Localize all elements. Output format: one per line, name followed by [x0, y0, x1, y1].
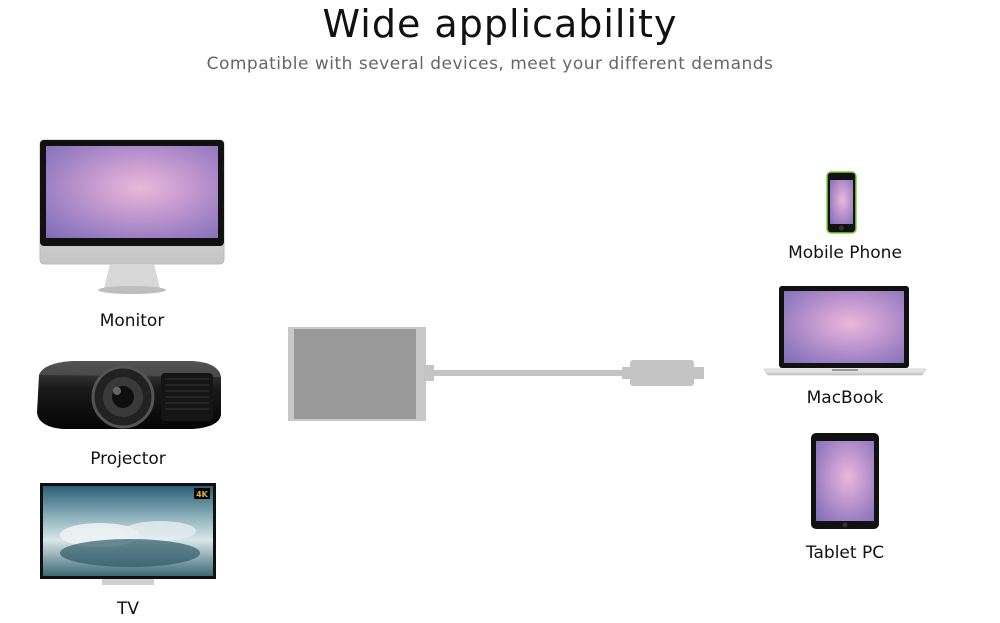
device-label-mobile-phone: Mobile Phone — [788, 243, 902, 263]
device-label-macbook: MacBook — [806, 388, 884, 408]
device-label-monitor: Monitor — [99, 311, 165, 331]
page-title: Wide applicability — [322, 2, 678, 46]
tv-icon: 4K — [40, 483, 216, 589]
page-subtitle: Compatible with several devices, meet yo… — [206, 54, 774, 74]
device-label-tablet-pc: Tablet PC — [805, 543, 885, 563]
usb-c-adapter-icon — [288, 325, 708, 423]
device-label-projector: Projector — [90, 449, 166, 469]
projector-icon — [33, 357, 227, 433]
tv-4k-badge: 4K — [196, 490, 209, 499]
tablet-icon — [810, 432, 882, 532]
device-label-tv: TV — [116, 599, 139, 619]
phone-icon — [826, 171, 858, 235]
monitor-icon — [38, 138, 228, 298]
laptop-icon — [762, 285, 928, 377]
